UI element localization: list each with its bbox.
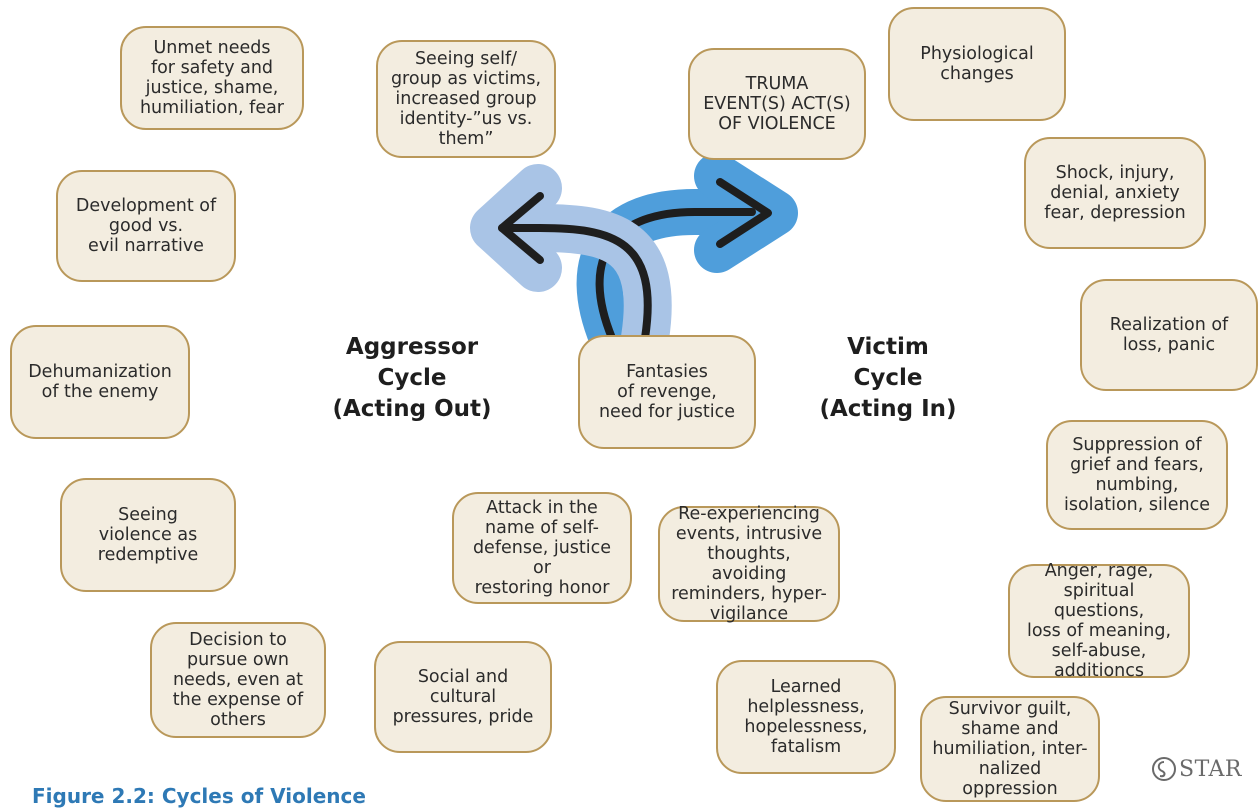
star-logo-icon [1152, 757, 1176, 781]
box-attack-self-defense: Attack in the name of self- defense, jus… [452, 492, 632, 604]
box-trauma-event: TRUMA EVENT(S) ACT(S) OF VIOLENCE [688, 48, 866, 160]
victim-cycle-label: Victim Cycle (Acting In) [819, 334, 957, 422]
box-violence-redemptive: Seeing violence as redemptive [60, 478, 236, 592]
aggressor-cycle-label: Aggressor Cycle (Acting Out) [332, 334, 492, 422]
box-dehumanization: Dehumanization of the enemy [10, 325, 190, 439]
box-decision-to-pursue: Decision to pursue own needs, even at th… [150, 622, 326, 738]
box-realization-of-loss: Realization of loss, panic [1080, 279, 1258, 391]
box-fantasies-of-revenge: Fantasies of revenge, need for justice [578, 335, 756, 449]
box-survivor-guilt: Survivor guilt, shame and humiliation, i… [920, 696, 1100, 802]
left-curved-arrow-icon [470, 164, 672, 362]
box-physiological-changes: Physiological changes [888, 7, 1066, 121]
box-learned-helplessness: Learned helplessness, hopelessness, fata… [716, 660, 896, 774]
box-good-vs-evil: Development of good vs. evil narrative [56, 170, 236, 282]
box-seeing-self-victims: Seeing self/ group as victims, increased… [376, 40, 556, 158]
box-social-pressures: Social and cultural pressures, pride [374, 641, 552, 753]
figure-caption: Figure 2.2: Cycles of Violence [32, 784, 366, 808]
logo-text: STAR [1179, 756, 1242, 782]
box-unmet-needs: Unmet needs for safety and justice, sham… [120, 26, 304, 130]
box-suppression-of-grief: Suppression of grief and fears, numbing,… [1046, 420, 1228, 530]
box-shock-injury: Shock, injury, denial, anxiety fear, dep… [1024, 137, 1206, 249]
box-anger-rage: Anger, rage, spiritual questions, loss o… [1008, 561, 1190, 681]
box-reexperiencing-events: Re-experiencing events, intrusive though… [658, 504, 840, 624]
star-logo: STAR [1151, 756, 1242, 782]
